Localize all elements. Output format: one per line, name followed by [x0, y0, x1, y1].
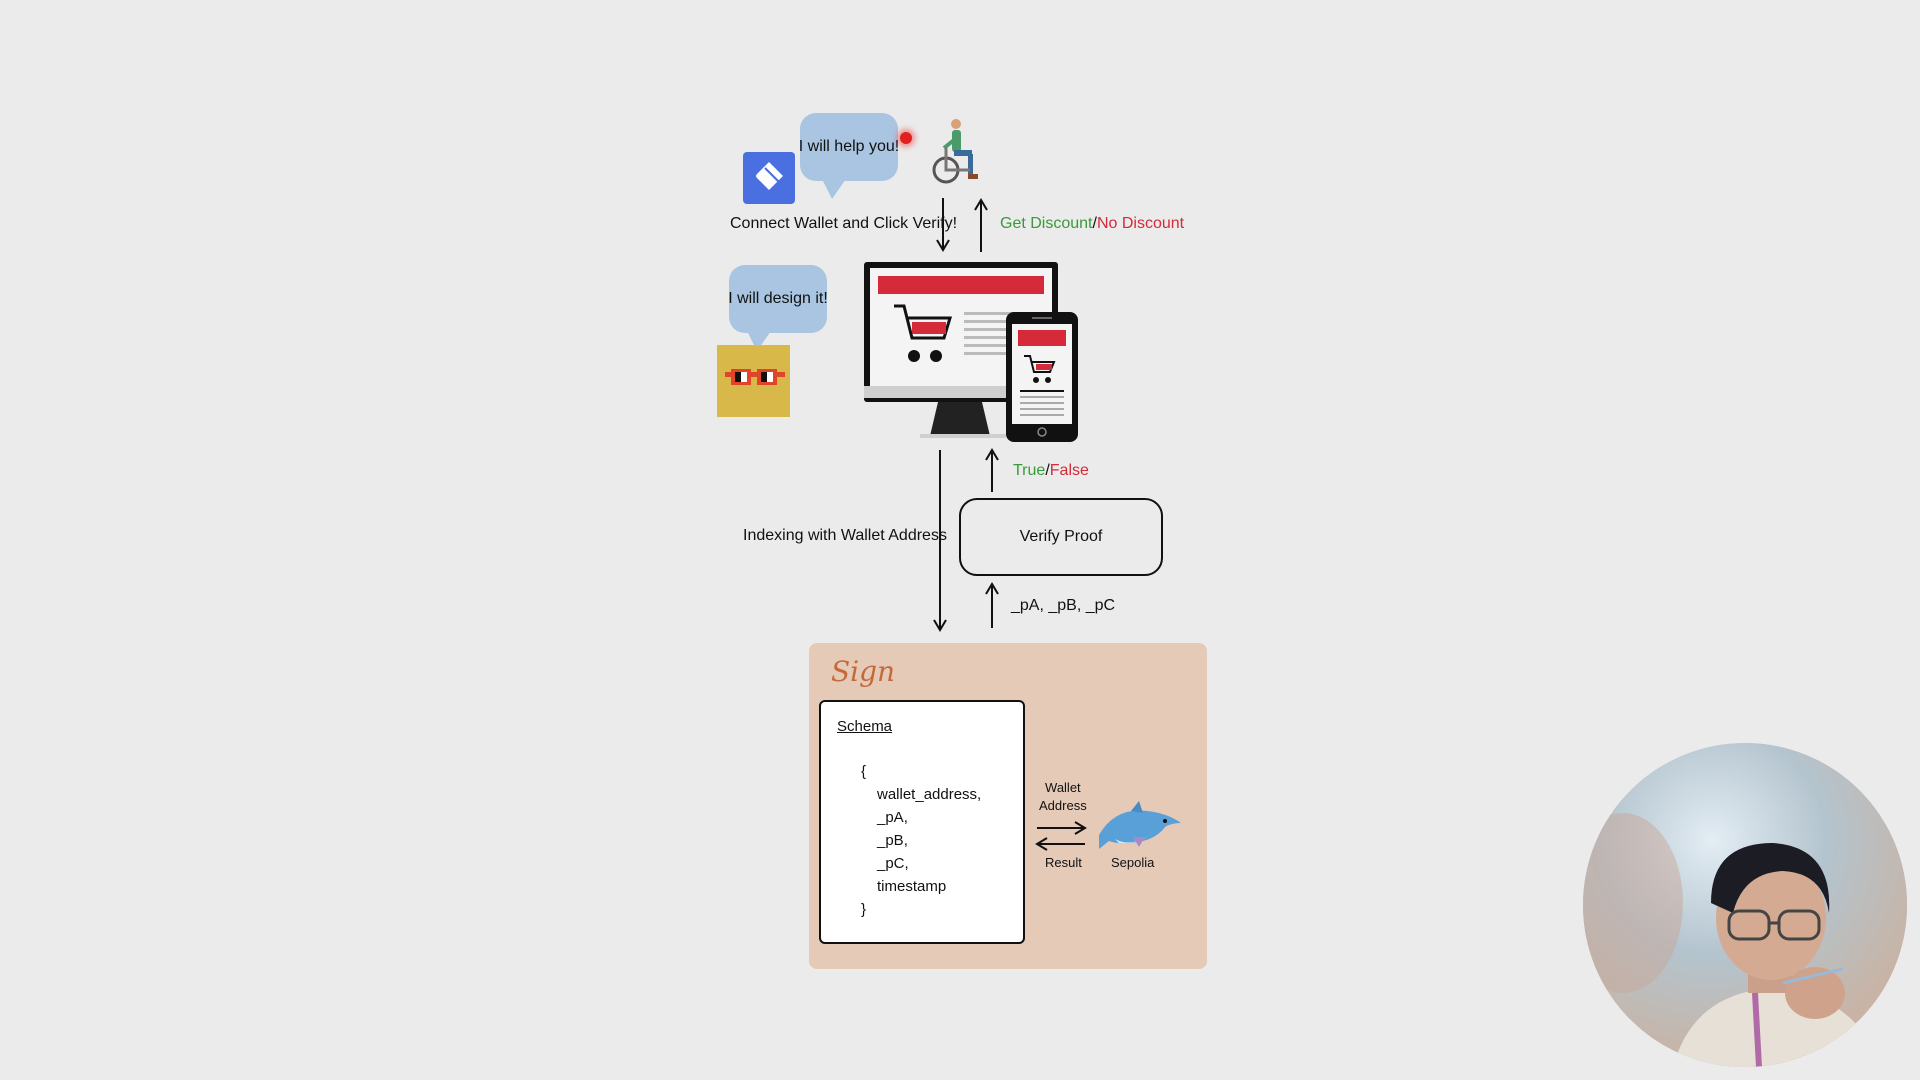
get-discount-text: Get Discount	[1000, 215, 1093, 232]
cursor-dot-icon	[900, 132, 912, 144]
sign-panel: Sign Schema { wallet_address, _pA, _pB, …	[809, 643, 1207, 969]
sepolia-label: Sepolia	[1111, 855, 1155, 870]
false-text: False	[1049, 462, 1089, 479]
connect-wallet-label: Connect Wallet and Click Verify!	[730, 215, 958, 232]
design-bubble-text: I will design it!	[728, 290, 828, 307]
arrow-right-to-sepolia	[1037, 821, 1087, 835]
schema-field-wallet-address: wallet_address,	[877, 786, 982, 803]
result-label: Result	[1045, 855, 1082, 870]
schema-title: Schema	[837, 718, 893, 735]
schema-field-timestamp: timestamp	[877, 878, 947, 895]
wallet-address-label: Wallet Address	[1039, 779, 1087, 815]
schema-box: Schema { wallet_address, _pA, _pB, _pC, …	[819, 700, 1025, 944]
verify-proof-box: Verify Proof	[959, 498, 1163, 576]
design-speech-bubble: I will design it!	[728, 265, 828, 351]
webcam-presenter	[1583, 743, 1907, 1067]
schema-close-brace: }	[861, 901, 867, 918]
slash-separator-2: /	[1045, 462, 1050, 479]
wallet-app-icon	[743, 152, 795, 204]
no-discount-text: No Discount	[1096, 215, 1185, 232]
schema-field-pa: _pA,	[877, 809, 908, 826]
wallet-address-line2: Address	[1039, 798, 1087, 813]
arrow-left-from-sepolia	[1035, 837, 1085, 851]
wheelchair-user-icon	[930, 118, 986, 186]
arrow-down-indexing	[933, 450, 947, 632]
discount-result-label: Get Discount/No Discount	[1000, 215, 1184, 233]
arrow-up-to-user	[974, 198, 988, 252]
help-speech-bubble: I will help you!	[798, 113, 900, 199]
sign-title: Sign	[831, 655, 896, 688]
proof-params-label: _pA, _pB, _pC	[1011, 597, 1116, 614]
arrow-down-to-website	[936, 198, 950, 252]
indexing-label: Indexing with Wallet Address	[743, 527, 947, 544]
arrow-up-proof-params	[985, 582, 999, 628]
schema-field-pb: _pB,	[877, 832, 908, 849]
shopping-website-devices-icon	[864, 260, 1080, 442]
dolphin-icon	[1095, 801, 1185, 855]
true-text: True	[1013, 462, 1046, 479]
verify-proof-text: Verify Proof	[1019, 528, 1103, 545]
arrow-up-true-false	[985, 448, 999, 492]
schema-body: { wallet_address, _pA, _pB, _pC, timesta…	[861, 760, 981, 921]
sunglasses-avatar-icon	[717, 345, 790, 417]
true-false-label: True/False	[1013, 462, 1089, 480]
help-bubble-text: I will help you!	[798, 138, 900, 155]
wallet-address-line1: Wallet	[1045, 780, 1081, 795]
slash-separator: /	[1092, 215, 1097, 232]
schema-open-brace: {	[861, 763, 867, 780]
schema-field-pc: _pC,	[877, 855, 909, 872]
